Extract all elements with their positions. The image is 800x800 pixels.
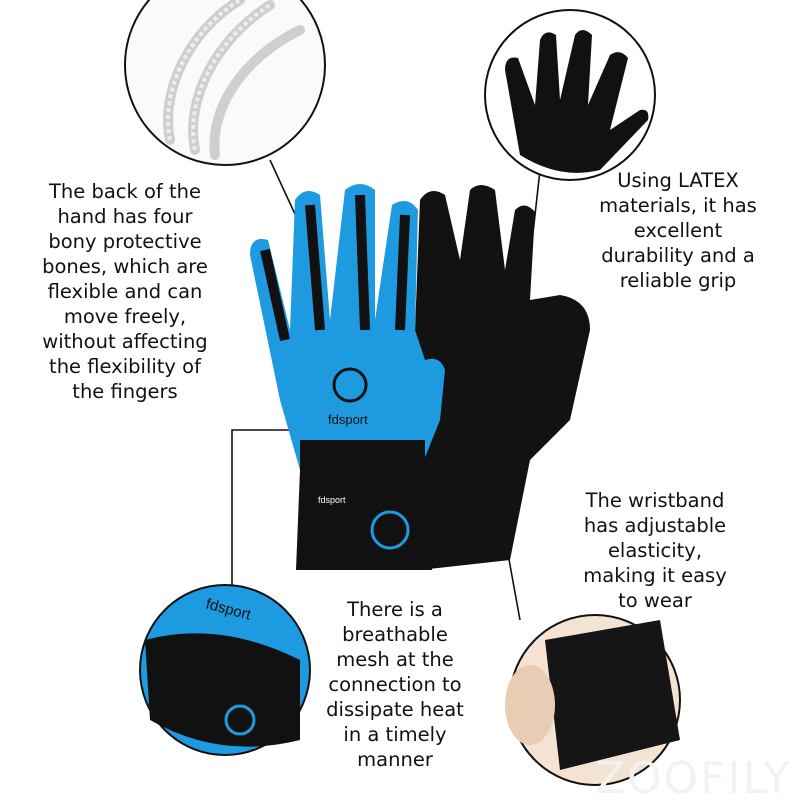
caption-line: materials, it has	[599, 194, 757, 217]
caption-line: the fingers	[72, 380, 178, 403]
caption-line: mesh at the	[336, 648, 454, 671]
watermark: ZOOFILY	[594, 753, 792, 800]
caption-line: in a timely	[343, 723, 447, 746]
caption-line: There is a	[347, 598, 443, 621]
caption-line: bony protective	[48, 230, 202, 253]
caption-line: without affecting	[42, 330, 208, 353]
caption-line: making it easy	[583, 564, 727, 587]
caption-line: manner	[357, 748, 433, 771]
caption-line: has adjustable	[583, 514, 727, 537]
caption-line: move freely,	[63, 305, 187, 328]
caption-line: connection to	[328, 673, 462, 696]
glove-back-right	[410, 185, 590, 570]
caption-line: to wear	[618, 589, 692, 612]
glove-front-left: fdsport fdsport	[250, 184, 445, 570]
caption-line: breathable	[342, 623, 448, 646]
caption-line: flexible and can	[47, 280, 203, 303]
caption-line: reliable grip	[619, 269, 737, 292]
caption-line: hand has four	[57, 205, 193, 228]
caption-line: bones, which are	[42, 255, 208, 278]
glove-brand-label: fdsport	[328, 412, 368, 427]
caption-line: the flexibility of	[49, 355, 201, 378]
caption-line: dissipate heat	[326, 698, 464, 721]
detail-circle-latex	[484, 9, 656, 181]
caption-line: The wristband	[585, 489, 725, 512]
caption-line: elasticity,	[607, 539, 703, 562]
caption-line: durability and a	[601, 244, 755, 267]
caption-mesh: There is a breathable mesh at the connec…	[310, 597, 480, 772]
caption-line: excellent	[633, 219, 723, 242]
detail-circle-mesh: fdsport	[139, 584, 311, 756]
caption-bones: The back of the hand has four bony prote…	[25, 179, 225, 404]
caption-line: Using LATEX	[617, 169, 739, 192]
caption-latex: Using LATEX materials, it has excellent …	[588, 168, 768, 293]
wristband-brand-label: fdsport	[318, 495, 346, 505]
detail-circle-bones	[124, 0, 326, 166]
detail-circle-wristband	[505, 614, 681, 786]
caption-line: The back of the	[48, 180, 201, 203]
caption-wristband: The wristband has adjustable elasticity,…	[570, 488, 740, 613]
